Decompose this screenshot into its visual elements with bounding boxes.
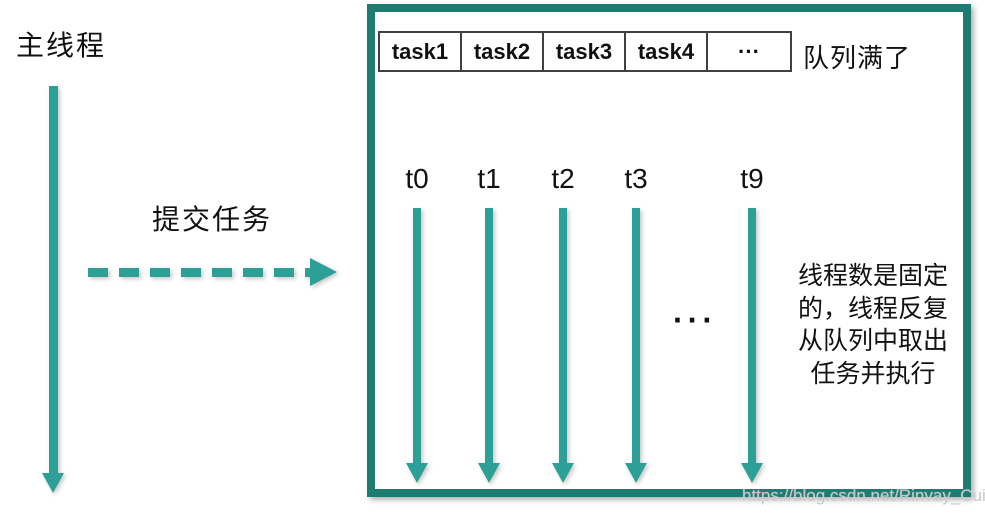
arrow-head-icon [42, 473, 64, 493]
pool-note-line: 任务并执行 [810, 359, 936, 388]
main-thread-label: 主线程 [16, 30, 107, 61]
thread-label: t1 [477, 163, 501, 194]
dashed-arrow-shaft [88, 268, 310, 277]
thread-down-arrow-icon [478, 208, 500, 483]
arrow-head-icon [552, 463, 574, 483]
thread-t0: t0 [387, 162, 447, 483]
queue-full-label: 队列满了 [803, 43, 912, 73]
main-thread-down-arrow-icon [42, 86, 64, 493]
queue-cell-ellipsis: ··· [738, 38, 760, 64]
thread-t3: t3 [606, 162, 666, 483]
thread-down-arrow-icon [552, 208, 574, 483]
pool-note-line: 线程数是固定 [797, 262, 948, 290]
arrow-head-icon [406, 463, 428, 483]
arrow-head-icon [741, 463, 763, 483]
task-queue-table: task1 task2 task3 task4 ··· [378, 31, 792, 72]
thread-down-arrow-icon [406, 208, 428, 483]
arrow-shaft [485, 208, 493, 463]
pool-note-line: 从队列中取出 [797, 327, 948, 355]
arrow-shaft [632, 208, 640, 463]
arrow-head-icon [625, 463, 647, 483]
thread-t9: t9 [722, 162, 782, 483]
threads-ellipsis-icon: ··· [673, 302, 717, 338]
thread-label: t9 [740, 163, 764, 194]
arrow-head-icon [310, 258, 337, 286]
arrow-shaft [48, 86, 58, 473]
thread-label: t2 [551, 163, 575, 194]
pool-note-line: 的，线程反复 [797, 294, 948, 323]
submit-task-dashed-arrow-icon [88, 258, 338, 286]
queue-cell-task2: task2 [462, 33, 544, 70]
arrow-shaft [748, 208, 756, 463]
thread-label: t3 [624, 163, 648, 194]
thread-t2: t2 [533, 162, 593, 483]
queue-cell-task3: task3 [544, 33, 626, 70]
arrow-shaft [559, 208, 567, 463]
submit-task-label: 提交任务 [152, 204, 273, 235]
watermark: https://blog.csdn.net/Rinvay_Cui [742, 486, 985, 505]
thread-label: t0 [405, 163, 429, 194]
thread-pool-box: task1 task2 task3 task4 ··· 队列满了 t0 t1 t… [367, 4, 971, 497]
thread-down-arrow-icon [625, 208, 647, 483]
thread-down-arrow-icon [741, 208, 763, 483]
arrow-shaft [413, 208, 421, 463]
arrow-head-icon [478, 463, 500, 483]
pool-note: 线程数是固定 的，线程反复 从队列中取出 任务并执行 [780, 260, 966, 390]
queue-cell-task1: task1 [380, 33, 462, 70]
queue-cell-task4: task4 [626, 33, 708, 70]
thread-t1: t1 [459, 162, 519, 483]
